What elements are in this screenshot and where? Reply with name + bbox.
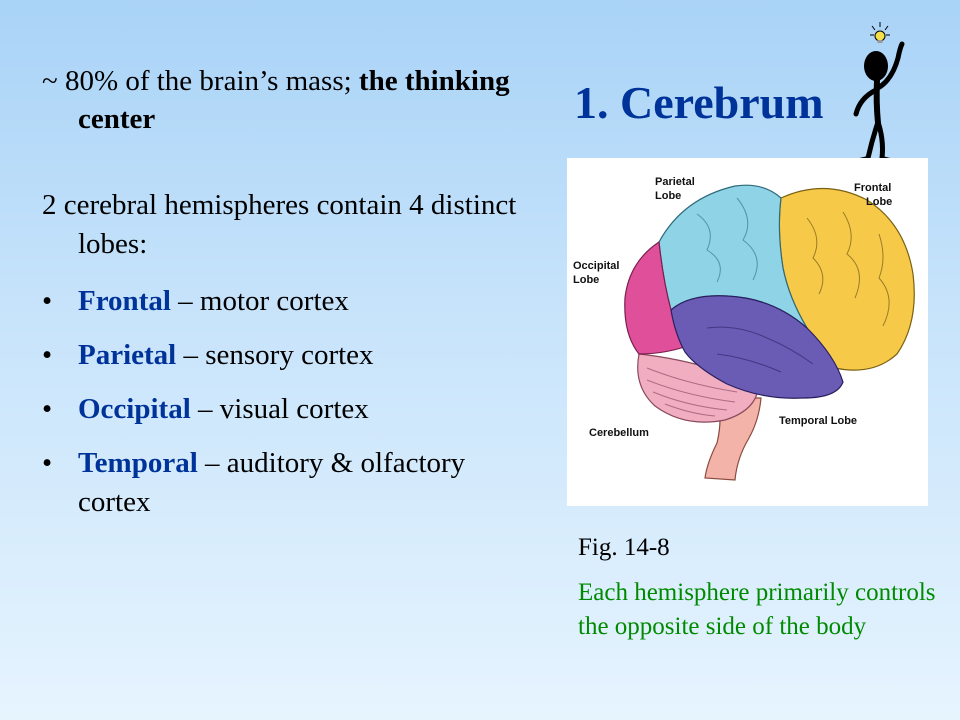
lobe-sep: – (190, 393, 220, 425)
occipital-label-line2: Lobe (573, 274, 599, 286)
frontal-label-line2: Lobe (866, 196, 892, 208)
bullet: • (42, 285, 53, 317)
intro-emphasis: the thinking center (78, 65, 510, 135)
list-item: • Temporal – auditory & olfactory cortex (42, 444, 532, 522)
slide-title: 1. Cerebrum (574, 77, 824, 128)
lobe-sep: – (170, 285, 200, 317)
hemispheres-text: 2 cerebral hemispheres contain 4 distinc… (42, 189, 517, 260)
thinking-stick-figure-icon (853, 22, 905, 162)
lightbulb-icon (870, 22, 890, 43)
bullet: • (42, 339, 53, 371)
bullet: • (42, 447, 53, 479)
figure-label: Fig. 14-8 (578, 534, 670, 561)
frontal-label-line1: Frontal (854, 182, 891, 194)
lobe-desc: visual cortex (219, 393, 369, 425)
temporal-lobe-region (670, 295, 844, 399)
bullet: • (42, 393, 53, 425)
intro-text: ~ 80% of the brain’s mass; the thinking … (42, 62, 578, 138)
parietal-label-line1: Parietal (655, 176, 695, 188)
temporal-label: Temporal Lobe (779, 415, 857, 427)
lobe-list: • Frontal – motor cortex • Parietal – se… (42, 282, 532, 537)
lobe-desc: auditory & olfactory cortex (78, 447, 466, 518)
intro-prefix: ~ 80% of the brain’s mass; (42, 65, 359, 97)
figure-caption: Each hemisphere primarily controls the o… (578, 579, 936, 640)
brainstem-region (704, 397, 762, 481)
lobe-desc: motor cortex (199, 285, 349, 317)
brain-lobes-figure: Parietal Lobe Frontal Lobe Occipital Lob… (567, 158, 928, 506)
lobe-name: Occipital (78, 393, 191, 425)
list-item: • Frontal – motor cortex (42, 282, 532, 321)
lobe-sep: – (176, 339, 206, 371)
parietal-label-line2: Lobe (655, 190, 681, 202)
lobe-name: Temporal (78, 447, 198, 479)
lobe-name: Parietal (78, 339, 177, 371)
occipital-label-line1: Occipital (573, 260, 619, 272)
list-item: • Occipital – visual cortex (42, 390, 532, 429)
lobe-desc: sensory cortex (205, 339, 374, 371)
cerebellum-label: Cerebellum (589, 427, 649, 439)
lobe-name: Frontal (78, 285, 171, 317)
list-item: • Parietal – sensory cortex (42, 336, 532, 375)
lobe-sep: – (197, 447, 227, 479)
